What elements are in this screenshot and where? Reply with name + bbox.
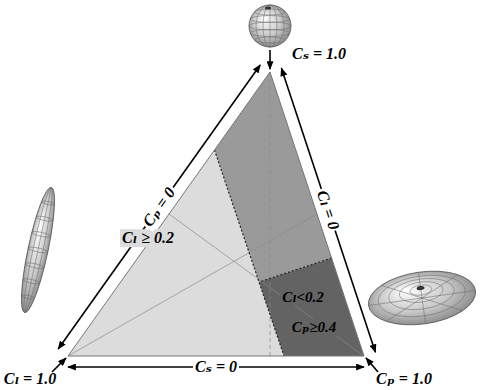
region-fill — [68, 72, 364, 356]
edge-label: Cₛ = 0 — [193, 358, 239, 376]
region-label: Cₗ ≥ 0.2 — [120, 229, 176, 247]
vertex-arrow — [52, 358, 66, 372]
triangle-outline — [68, 72, 364, 356]
vertex-arrow — [269, 50, 271, 69]
vertex-arrow — [366, 358, 378, 372]
median-line — [68, 214, 317, 356]
median-line — [169, 214, 364, 356]
sphere-glyph — [249, 5, 291, 47]
vertex-label: Cₚ = 1.0 — [374, 370, 434, 388]
prolate-glyph — [15, 185, 61, 314]
vertex-label: Cₛ = 1.0 — [290, 45, 348, 63]
threshold-line — [259, 258, 332, 282]
edge-arrow — [281, 68, 375, 352]
vertex-label: Cₗ = 1.0 — [2, 370, 58, 388]
edge-arrow — [58, 65, 260, 349]
region-label: Cₗ<0.2 — [280, 289, 326, 306]
threshold-line — [215, 150, 285, 356]
region-label: Cₚ≥0.4 — [290, 319, 338, 336]
oblate-glyph — [365, 265, 479, 332]
